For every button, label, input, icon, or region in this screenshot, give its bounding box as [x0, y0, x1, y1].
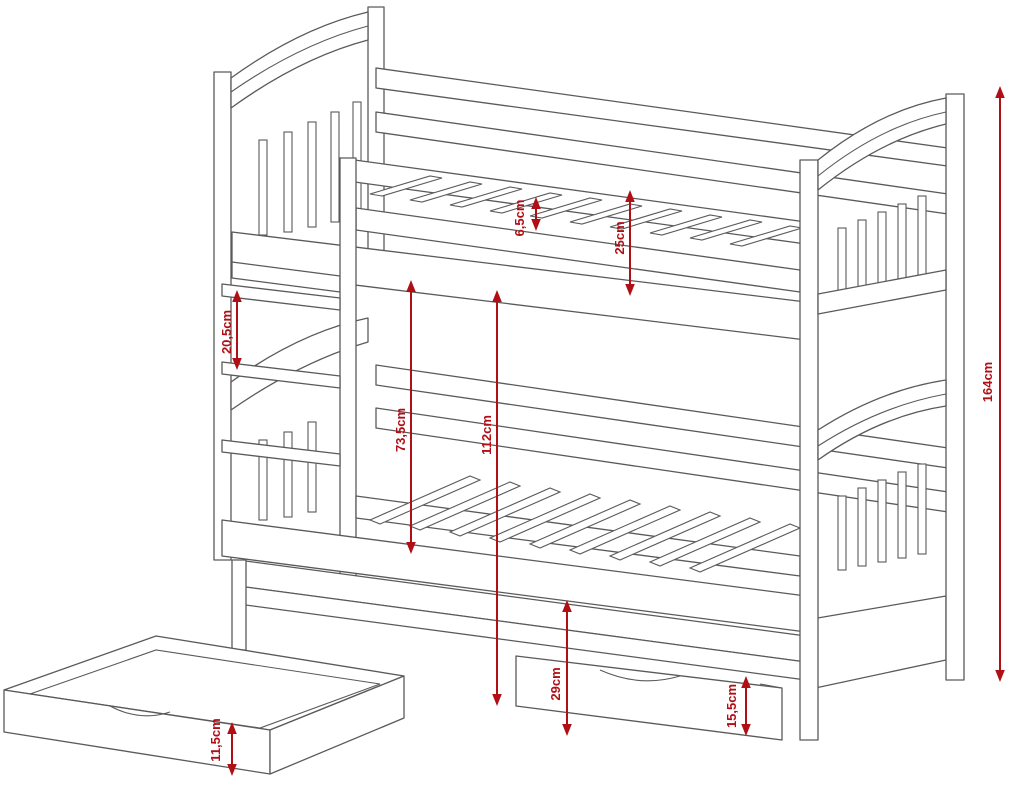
trundle [231, 559, 947, 691]
ladder [221, 157, 357, 579]
dim-ladder-step-label: 20,5cm [219, 310, 234, 354]
dim-drawer-inner-label: 15,5cm [724, 684, 739, 728]
dimension-lines [227, 86, 1005, 776]
dim-lower-clearance-label: 73,5cm [393, 408, 408, 452]
dim-trundle-height-label: 29cm [548, 667, 563, 700]
dim-underbed-clearance-label: 112cm [479, 415, 494, 455]
right-headboard [799, 93, 965, 741]
dim-overall-height-label: 164cm [980, 362, 995, 402]
dim-drawer-outer-label: 11,5cm [208, 718, 223, 761]
upper-bunk [231, 157, 807, 341]
drawer-open-left [3, 635, 405, 775]
drawer-front-right [515, 655, 783, 741]
dim-rail-height-label: 25cm [612, 221, 627, 254]
dim-slat-gap-label: 6,5cm [512, 200, 527, 237]
